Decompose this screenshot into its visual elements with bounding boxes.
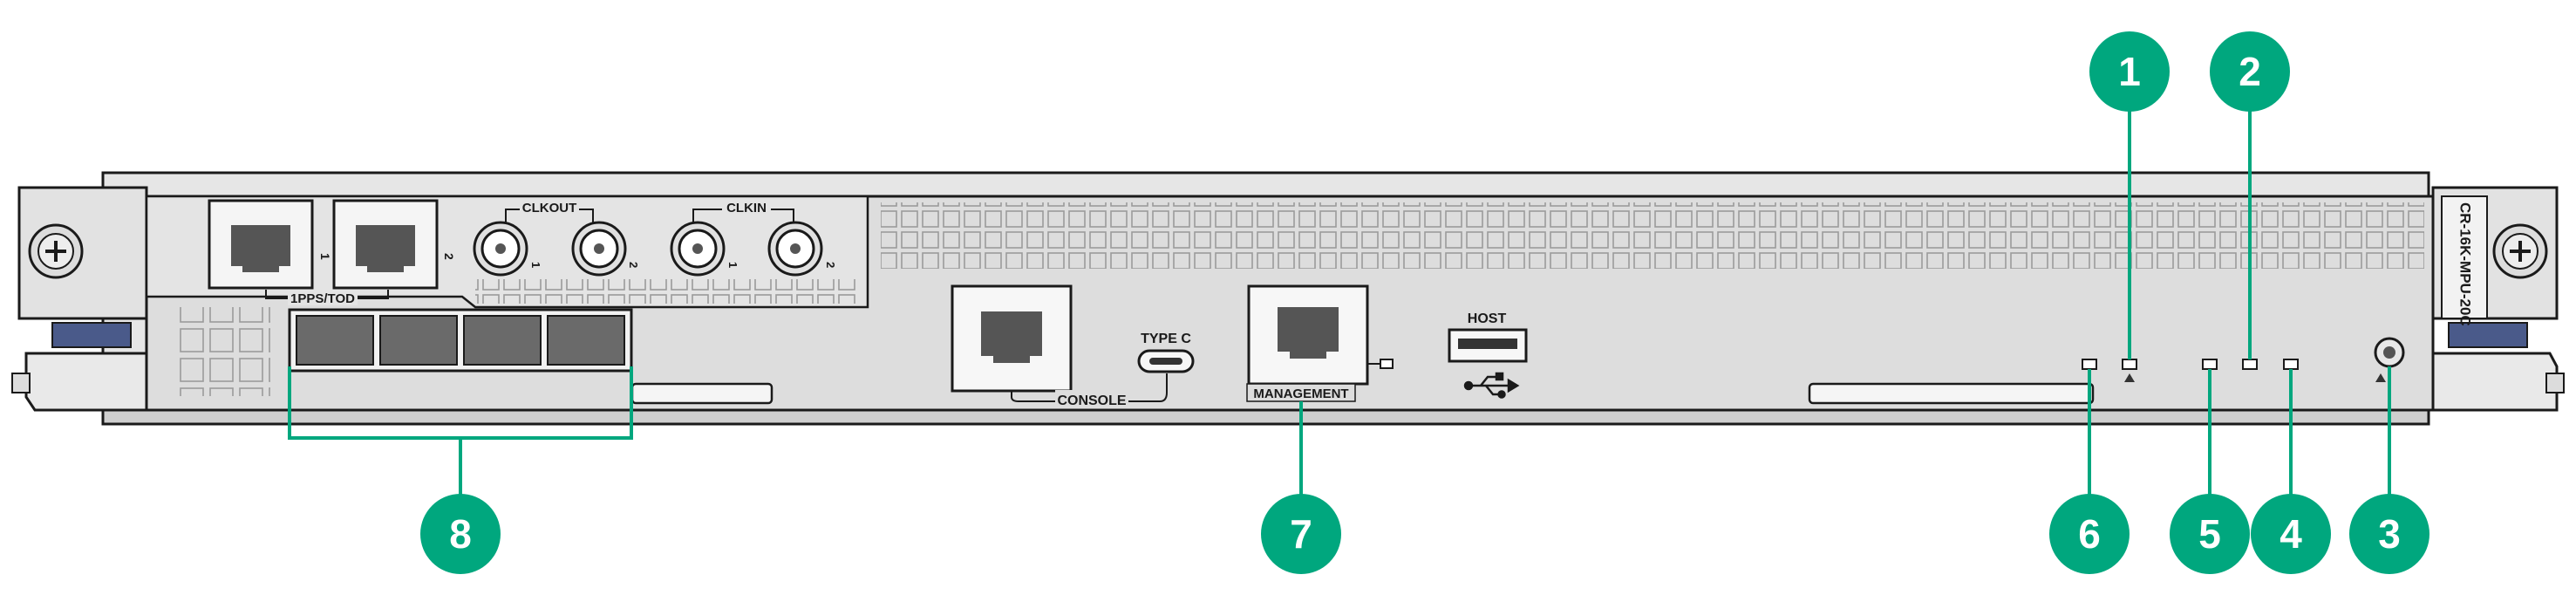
pps-tod-port-2[interactable] [332, 199, 439, 290]
left-pull-slot [630, 382, 773, 405]
sfp-port-3[interactable] [463, 315, 542, 366]
callout-7: 7 [1261, 494, 1341, 574]
type-c-label: TYPE C [1141, 332, 1191, 346]
callout-5: 5 [2170, 494, 2250, 574]
right-thumbscrew-icon[interactable] [2492, 223, 2548, 279]
sfp-port-4[interactable] [547, 315, 625, 366]
host-label: HOST [1468, 311, 1507, 326]
svg-text:2: 2 [2239, 49, 2261, 94]
type-c-port[interactable] [1137, 349, 1195, 373]
callout-3: 3 [2349, 494, 2429, 574]
sfp-port-1[interactable] [296, 315, 374, 366]
clkin-2-label: 2 [824, 262, 837, 268]
pps-port-1-label: 1 [318, 253, 332, 260]
pps-port-2-label: 2 [442, 253, 456, 260]
clkout-label: CLKOUT [522, 201, 577, 215]
console-port[interactable] [951, 284, 1073, 393]
callout-1: 1 [2089, 31, 2170, 112]
led-6 [2082, 359, 2097, 370]
pps-tod-port-1[interactable] [208, 199, 314, 290]
pps-tod-label: 1PPS/TOD [290, 291, 355, 306]
left-thumbscrew-icon[interactable] [28, 223, 84, 279]
led-4 [2283, 359, 2299, 370]
callout-4: 4 [2251, 494, 2331, 574]
warning-triangle-icon [2375, 373, 2386, 382]
vent-strip-lower [475, 279, 859, 304]
usb-icon [1463, 372, 1520, 399]
svg-text:1: 1 [2118, 49, 2141, 94]
left-ejector [11, 186, 148, 412]
management-led [1380, 359, 1394, 369]
svg-text:8: 8 [449, 511, 472, 557]
svg-text:CR-16K-MPU-20C: CR-16K-MPU-20C [2457, 202, 2474, 326]
management-port[interactable] [1247, 284, 1369, 386]
callout-8: 8 [420, 494, 501, 574]
led-5 [2202, 359, 2218, 370]
clkin-connector-1[interactable] [670, 221, 726, 277]
clkout-2-label: 2 [627, 262, 640, 268]
svg-text:5: 5 [2198, 511, 2221, 557]
clkin-label: CLKIN [726, 201, 767, 215]
clkin-connector-2[interactable] [767, 221, 823, 277]
console-label: CONSOLE [1057, 393, 1126, 408]
led-1 [2122, 359, 2137, 370]
led-2 [2242, 359, 2258, 370]
callout-2: 2 [2210, 31, 2290, 112]
model-label: CR-16K-MPU-20C [2441, 195, 2488, 326]
management-label: MANAGEMENT [1253, 387, 1348, 401]
clkout-1-label: 1 [529, 262, 542, 268]
svg-text:4: 4 [2280, 511, 2302, 557]
clkout-connector-1[interactable] [473, 221, 528, 277]
callout-leader-lines [288, 98, 2391, 497]
svg-text:3: 3 [2378, 511, 2401, 557]
right-pull-slot [1808, 382, 2095, 405]
vent-grid-left [179, 307, 270, 396]
usb-host-port[interactable] [1448, 328, 1528, 363]
reset-button[interactable] [2374, 337, 2405, 368]
vent-grid-main [881, 202, 2424, 269]
clkout-connector-2[interactable] [571, 221, 627, 277]
svg-text:7: 7 [1290, 511, 1312, 557]
sfp-port-2[interactable] [379, 315, 458, 366]
callout-6: 6 [2049, 494, 2130, 574]
warning-triangle-icon [2124, 373, 2135, 382]
clkin-1-label: 1 [726, 262, 739, 268]
svg-text:6: 6 [2078, 511, 2101, 557]
